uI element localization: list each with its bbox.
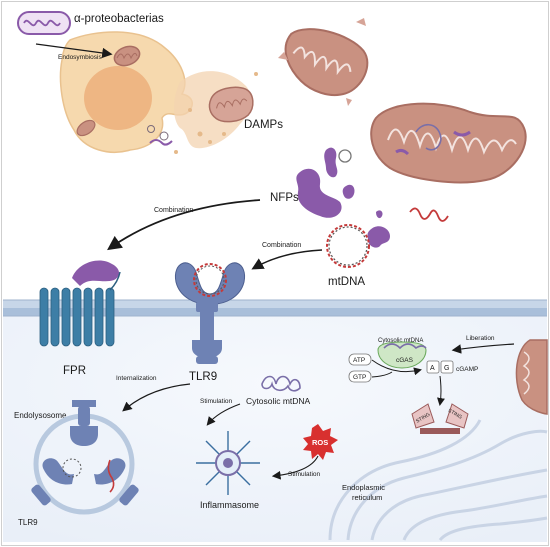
atp-tag: ATP [348,353,372,366]
fpr-receptor [39,260,121,347]
proteobacteria-label: α-proteobacterias [74,13,164,25]
tlr9-label: TLR9 [189,371,217,383]
dna-strand-free [409,207,449,222]
tlr9-receptor [174,262,246,364]
svg-text:A: A [430,365,435,372]
damps-label: DAMPs [244,119,283,131]
edge-mitochondrion [515,339,548,415]
cgamp-label: cGAMP [456,366,478,373]
gtp-arrow [371,371,393,378]
stimulation-arrow-1 [206,403,241,426]
mtdna-fragment [338,149,352,163]
gtp-tag: GTP [348,370,372,383]
ros-label: ROS [312,438,328,447]
inflammasome-label: Inflammasome [200,500,259,510]
stimulation-arrow-2 [271,455,319,480]
internalization-arrow [122,383,191,412]
stimulation-label-1: Stimulation [200,398,233,405]
internal-mitochondrion [113,45,141,67]
liberation-label: Liberation [466,335,495,342]
nfps-label: NFPs [270,192,299,204]
damaged-mitochondrion [208,86,254,123]
cgas-enzyme [377,341,427,369]
fpr-label: FPR [63,365,86,377]
cgamp-molecule: A G [426,360,454,374]
endoplasmic-reticulum [328,419,548,542]
mtdna-label: mtDNA [328,276,365,288]
combination-arrow-1 [107,199,261,251]
cgamp-to-sting-arrow [437,375,445,406]
stimulation-label-2: Stimulation [288,471,321,478]
endosymbiosis-arrow [35,43,113,59]
svg-text:ATP: ATP [353,357,365,364]
endosymbiosis-label: Endosymbiosis [58,54,102,61]
host-cell [59,31,193,153]
svg-text:G: G [444,365,449,372]
nfp-cluster [296,147,390,248]
endolysosome-label: Endolysosome [14,411,67,420]
mtdna-circle [326,224,370,268]
combination-label-2: Combination [262,242,301,249]
cgas-reaction-arrow [371,359,422,376]
combination-label-1: Combination [154,207,193,214]
mitochondrion-top [284,28,369,97]
bacterium [17,11,71,35]
svg-text:GTP: GTP [353,374,366,381]
tlr9-endo-label: TLR9 [18,518,38,527]
sting-dimer [411,403,469,434]
internal-mitochondrion-2 [76,119,96,137]
er-label-line1: Endoplasmic [342,483,385,492]
nucleus [84,66,152,130]
cgas-label: cGAS [396,357,414,364]
damps-debris [147,71,258,154]
inflammasome [196,431,260,495]
cytosolic-mtdna-label: Cytosolic mtDNA [246,396,311,406]
cytosolic-mtdna-strand [261,375,301,392]
cgas-title-label: Cytosolic mtDNA [378,338,423,344]
mitochondrion-large [370,102,527,184]
plasma-membrane [3,299,547,317]
endolysosome [31,400,139,515]
liberation-arrow [451,343,515,354]
ros-burst [303,424,338,460]
internalization-label: Internalization [116,375,157,382]
combination-arrow-2 [251,249,323,270]
er-label-line2: reticulum [352,493,382,502]
mito-fragments [278,18,366,106]
